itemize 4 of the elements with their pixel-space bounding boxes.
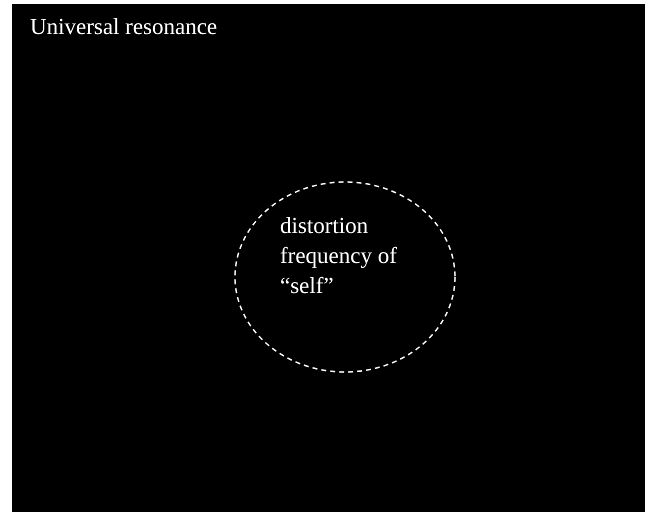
heading: Universal resonance bbox=[30, 14, 218, 40]
circle-label: distortion frequency of “self” bbox=[280, 212, 398, 300]
dashed-circle bbox=[234, 181, 456, 373]
diagram-background bbox=[12, 4, 645, 512]
